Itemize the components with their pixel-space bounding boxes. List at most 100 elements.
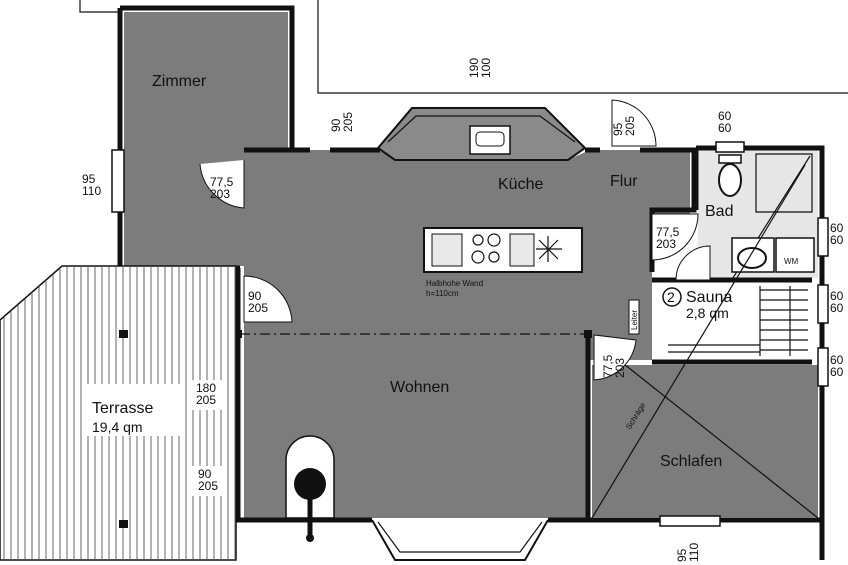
stove-burner-4 <box>488 251 500 263</box>
window-bad-top <box>715 141 745 153</box>
zimmer-floor <box>124 12 288 266</box>
terrace-post-1 <box>119 330 128 338</box>
sink-basin <box>475 131 505 147</box>
svg-text:110: 110 <box>82 184 101 198</box>
toilet-icon <box>718 163 742 197</box>
svg-text:60: 60 <box>718 109 732 123</box>
room-label-flur: Flur <box>610 173 638 190</box>
room-area-terrasse: 19,4 qm <box>92 419 143 435</box>
window-right-2 <box>817 284 829 324</box>
dim-door-zimmer: 77,5 203 <box>210 175 234 201</box>
ladder-label: Leiter <box>630 310 639 330</box>
door-flur-swing <box>611 99 657 147</box>
island-counter <box>431 233 463 267</box>
svg-text:60: 60 <box>830 365 844 379</box>
stove-burner-2 <box>487 233 501 247</box>
dim-door-terrasse-2: 90 205 <box>198 467 218 493</box>
sauna-number-badge <box>662 287 682 307</box>
svg-text:60: 60 <box>830 233 844 247</box>
shower-tray <box>755 153 813 213</box>
svg-text:60: 60 <box>830 353 844 367</box>
column-right <box>584 330 592 338</box>
schlafen-walls <box>585 335 812 520</box>
svg-text:203: 203 <box>613 358 627 378</box>
dim-window-kitchen-left: 90 205 <box>329 112 355 132</box>
svg-text:190: 190 <box>467 58 481 78</box>
fireplace-flue-end <box>306 534 314 542</box>
svg-text:180: 180 <box>196 381 216 395</box>
door-sauna-swing <box>675 245 711 281</box>
dim-door-wohnen: 90 205 <box>248 289 268 315</box>
terrace-dim-bg-1 <box>190 380 226 410</box>
ladder-strip <box>628 299 640 335</box>
room-label-zimmer: Zimmer <box>152 73 207 90</box>
door-zimmer-swing <box>199 160 245 209</box>
dim-door-terrasse-1: 180 205 <box>196 381 216 407</box>
room-label-sauna: Sauna <box>686 289 732 306</box>
svg-text:95: 95 <box>82 172 96 186</box>
fireplace-stove <box>294 468 326 500</box>
svg-text:90: 90 <box>248 289 262 303</box>
svg-text:60: 60 <box>830 289 844 303</box>
stove-burner-1 <box>472 234 484 246</box>
living-bay-inner <box>377 521 543 553</box>
schlafen-floor <box>592 365 818 518</box>
window-zimmer-left <box>111 149 125 213</box>
svg-text:77,5: 77,5 <box>210 175 234 189</box>
window-bottom-right <box>659 515 721 527</box>
svg-text:205: 205 <box>341 112 355 132</box>
svg-text:205: 205 <box>248 301 268 315</box>
window-right-1 <box>817 217 829 257</box>
column-left <box>234 330 242 338</box>
dim-door-schlafen: 77,5 203 <box>601 354 627 378</box>
door-wohnen-swing <box>243 275 293 323</box>
washbasin-bowl <box>737 247 767 269</box>
room-label-wohnen: Wohnen <box>390 379 449 396</box>
svg-text:60: 60 <box>830 301 844 315</box>
door-schlafen-swing <box>593 334 637 381</box>
svg-text:60: 60 <box>718 121 732 135</box>
washing-machine <box>775 237 815 273</box>
dim-window-right-1: 60 60 <box>830 221 844 247</box>
outline-top-left <box>79 0 118 13</box>
room-label-schlafen: Schlafen <box>660 453 722 470</box>
dim-window-top: 190 100 <box>467 58 493 78</box>
schlafen-diagonal-2 <box>599 344 819 519</box>
svg-text:95: 95 <box>611 122 625 136</box>
terrace-post-2 <box>119 520 128 528</box>
outline-top <box>317 0 848 94</box>
dim-door-bad: 77,5 203 <box>656 225 680 251</box>
svg-text:77,5: 77,5 <box>601 354 615 378</box>
svg-text:77,5: 77,5 <box>656 225 680 239</box>
svg-text:205: 205 <box>198 479 218 493</box>
dim-window-bad: 60 60 <box>718 109 732 135</box>
kitchen-bay-inner <box>387 115 576 143</box>
star-icon <box>536 236 562 262</box>
svg-text:90: 90 <box>198 467 212 481</box>
half-wall-label: Halbhohe Wand <box>426 279 483 288</box>
sauna-bench-1 <box>668 289 808 353</box>
stove-burner-3 <box>471 250 485 264</box>
dim-window-zimmer-left: 95 110 <box>82 172 101 198</box>
toilet-tank <box>718 154 742 164</box>
terrace-label-bg <box>84 384 180 436</box>
svg-text:90: 90 <box>329 118 343 132</box>
window-right-3 <box>817 347 829 387</box>
main-walls <box>244 147 697 272</box>
living-bay <box>371 519 549 561</box>
room-label-terrasse: Terrasse <box>92 400 153 417</box>
svg-text:205: 205 <box>196 393 216 407</box>
svg-text:203: 203 <box>210 187 230 201</box>
dim-window-right-2: 60 60 <box>830 289 844 315</box>
island-counter-2 <box>509 233 535 267</box>
svg-text:203: 203 <box>656 237 676 251</box>
door-bad-swing <box>651 213 699 261</box>
room-label-kueche: Küche <box>498 176 543 193</box>
room-label-bad: Bad <box>705 203 733 220</box>
bad-fixture-label: WM <box>784 257 799 266</box>
svg-text:205: 205 <box>623 116 637 136</box>
half-wall-height: h=110cm <box>426 289 459 298</box>
room-area-sauna: 2,8 qm <box>686 305 729 321</box>
svg-text:95: 95 <box>675 548 689 562</box>
